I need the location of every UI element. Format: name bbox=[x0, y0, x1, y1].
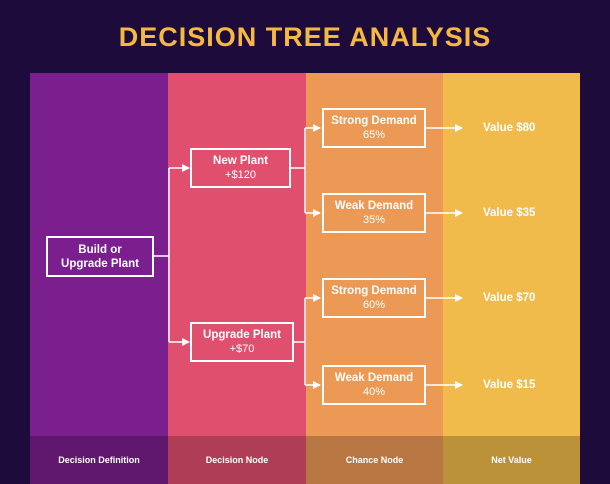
net-value-1: Value $80 bbox=[483, 122, 536, 134]
decision-node-upgrade-plant: Upgrade Plant +$70 bbox=[190, 322, 294, 362]
chance-label: Weak Demand bbox=[334, 200, 414, 212]
page-title: DECISION TREE ANALYSIS bbox=[118, 22, 492, 52]
decision-label: Upgrade Plant bbox=[203, 329, 281, 341]
chance-probability: 40% bbox=[362, 386, 386, 398]
column-label: Net Value bbox=[443, 436, 580, 484]
chance-node-strong-demand-2: Strong Demand 60% bbox=[322, 278, 426, 318]
column-net-value: Net Value bbox=[443, 73, 580, 484]
column-label: Chance Node bbox=[306, 436, 443, 484]
column-label: Decision Definition bbox=[30, 436, 168, 484]
decision-node-new-plant: New Plant +$120 bbox=[190, 148, 291, 188]
chance-label: Weak Demand bbox=[334, 372, 414, 384]
root-line-2: Upgrade Plant bbox=[61, 257, 139, 270]
column-decision-node: Decision Node bbox=[168, 73, 306, 484]
decision-cost: +$120 bbox=[225, 169, 256, 181]
column-decision-definition: Decision Definition bbox=[30, 73, 168, 484]
net-value-2: Value $35 bbox=[483, 207, 536, 219]
chance-node-strong-demand-1: Strong Demand 65% bbox=[322, 108, 426, 148]
chance-node-weak-demand-1: Weak Demand 35% bbox=[322, 193, 426, 233]
decision-label: New Plant bbox=[213, 155, 268, 167]
chance-probability: 35% bbox=[362, 214, 386, 226]
decision-cost: +$70 bbox=[229, 343, 255, 355]
chance-node-weak-demand-2: Weak Demand 40% bbox=[322, 365, 426, 405]
chance-probability: 65% bbox=[362, 129, 386, 141]
column-label: Decision Node bbox=[168, 436, 306, 484]
chance-label: Strong Demand bbox=[331, 115, 417, 127]
net-value-4: Value $15 bbox=[483, 379, 536, 391]
chance-label: Strong Demand bbox=[331, 285, 417, 297]
net-value-3: Value $70 bbox=[483, 292, 536, 304]
chance-probability: 60% bbox=[362, 299, 386, 311]
root-node: Build or Upgrade Plant bbox=[46, 236, 154, 277]
root-line-1: Build or bbox=[78, 243, 122, 256]
